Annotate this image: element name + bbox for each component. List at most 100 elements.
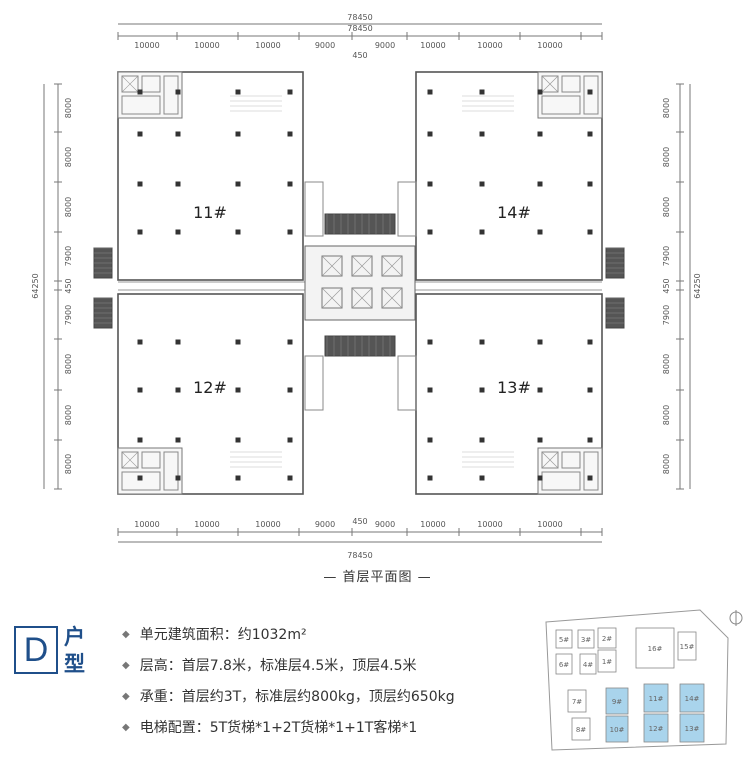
right-segment-label: 7900 bbox=[662, 305, 671, 325]
structural-column bbox=[175, 181, 181, 187]
elevator-shaft bbox=[541, 75, 559, 93]
key-map-label: 16# bbox=[648, 645, 663, 653]
structural-column bbox=[287, 181, 293, 187]
structural-column bbox=[287, 89, 293, 95]
key-map-label: 1# bbox=[602, 658, 612, 666]
top-segment-label: 10000 bbox=[255, 41, 280, 50]
elevator-cross bbox=[121, 451, 139, 469]
structural-column bbox=[537, 181, 543, 187]
core-12 bbox=[117, 447, 183, 495]
stair-room bbox=[561, 451, 581, 469]
left-segment-label: 7900 bbox=[64, 305, 73, 325]
top-segment-label: 9000 bbox=[315, 41, 335, 50]
structural-column bbox=[137, 229, 143, 235]
structural-column bbox=[587, 437, 593, 443]
key-map-block bbox=[555, 653, 573, 675]
structural-column bbox=[479, 181, 485, 187]
key-map-block bbox=[605, 715, 629, 743]
top-gap-label: 450 bbox=[352, 51, 367, 60]
structural-column bbox=[427, 339, 433, 345]
service-core bbox=[304, 355, 324, 411]
structural-column bbox=[175, 229, 181, 235]
key-map-label: 11# bbox=[649, 695, 664, 703]
key-map-block bbox=[577, 629, 595, 649]
structural-column bbox=[427, 229, 433, 235]
structural-column bbox=[175, 131, 181, 137]
structural-column bbox=[235, 131, 241, 137]
key-map-block bbox=[643, 713, 669, 743]
right-segment-label: 8000 bbox=[662, 405, 671, 425]
elevator-cross bbox=[321, 255, 343, 277]
structural-column bbox=[137, 387, 143, 393]
structural-column bbox=[537, 437, 543, 443]
structural-column bbox=[235, 475, 241, 481]
structural-column bbox=[235, 89, 241, 95]
structural-column bbox=[137, 339, 143, 345]
structural-column bbox=[137, 475, 143, 481]
left-segment-label: 7900 bbox=[64, 246, 73, 266]
structural-column bbox=[537, 339, 543, 345]
unit-type-badge: D bbox=[14, 626, 58, 674]
structural-column bbox=[537, 387, 543, 393]
toilet-room bbox=[541, 95, 581, 115]
structural-column bbox=[235, 229, 241, 235]
left-segment-label: 8000 bbox=[64, 197, 73, 217]
structural-column bbox=[427, 89, 433, 95]
bottom-gap-label: 450 bbox=[352, 517, 367, 526]
structural-column bbox=[137, 131, 143, 137]
structural-column bbox=[175, 387, 181, 393]
key-map-label: 5# bbox=[559, 636, 569, 644]
key-map-label: 7# bbox=[572, 698, 582, 706]
structural-column bbox=[479, 437, 485, 443]
right-segment-label: 7900 bbox=[662, 246, 671, 266]
shaft-room bbox=[583, 75, 599, 115]
spec-floor-height: ◆层高：首层7.8米，标准层4.5米，顶层4.5米 bbox=[122, 658, 417, 674]
building-label-11: 11# bbox=[193, 203, 227, 222]
structural-column bbox=[287, 437, 293, 443]
key-map-block bbox=[679, 713, 705, 743]
structural-column bbox=[235, 181, 241, 187]
left-total-label: 64250 bbox=[31, 273, 40, 298]
key-map-block bbox=[677, 631, 697, 661]
key-map-block bbox=[643, 683, 669, 713]
key-map-label: 9# bbox=[612, 698, 622, 706]
structural-column bbox=[137, 89, 143, 95]
structural-column bbox=[479, 339, 485, 345]
key-map-label: 10# bbox=[610, 726, 625, 734]
elevator-cross bbox=[321, 287, 343, 309]
building-11-outline bbox=[117, 71, 304, 281]
key-map-label: 14# bbox=[685, 695, 700, 703]
top-segment-label: 9000 bbox=[375, 41, 395, 50]
structural-column bbox=[587, 89, 593, 95]
key-map-label: 15# bbox=[680, 643, 695, 651]
building-label-12: 12# bbox=[193, 378, 227, 397]
diamond-bullet-icon: ◆ bbox=[122, 722, 130, 733]
structural-column bbox=[479, 89, 485, 95]
structural-column bbox=[175, 475, 181, 481]
structural-column bbox=[537, 229, 543, 235]
structural-column bbox=[175, 437, 181, 443]
bottom-segment-label: 10000 bbox=[255, 520, 280, 529]
top-segment-label: 10000 bbox=[194, 41, 219, 50]
structural-column bbox=[537, 89, 543, 95]
key-map-label: 6# bbox=[559, 661, 569, 669]
site-boundary bbox=[545, 609, 729, 751]
key-map-block bbox=[597, 627, 617, 649]
core-14 bbox=[537, 71, 603, 119]
key-map-block bbox=[605, 687, 629, 715]
central-elevator bbox=[381, 287, 403, 309]
structural-column bbox=[137, 437, 143, 443]
service-core bbox=[397, 355, 417, 411]
shaft-room bbox=[163, 451, 179, 491]
structural-column bbox=[587, 387, 593, 393]
structural-column bbox=[287, 387, 293, 393]
top-segment-label: 10000 bbox=[420, 41, 445, 50]
central-elevator bbox=[351, 255, 373, 277]
structural-column bbox=[175, 89, 181, 95]
right-total-label: 64250 bbox=[693, 273, 702, 298]
structural-column bbox=[235, 437, 241, 443]
elevator-shaft bbox=[121, 75, 139, 93]
top-segment-label: 10000 bbox=[537, 41, 562, 50]
bottom-segment-label: 10000 bbox=[537, 520, 562, 529]
